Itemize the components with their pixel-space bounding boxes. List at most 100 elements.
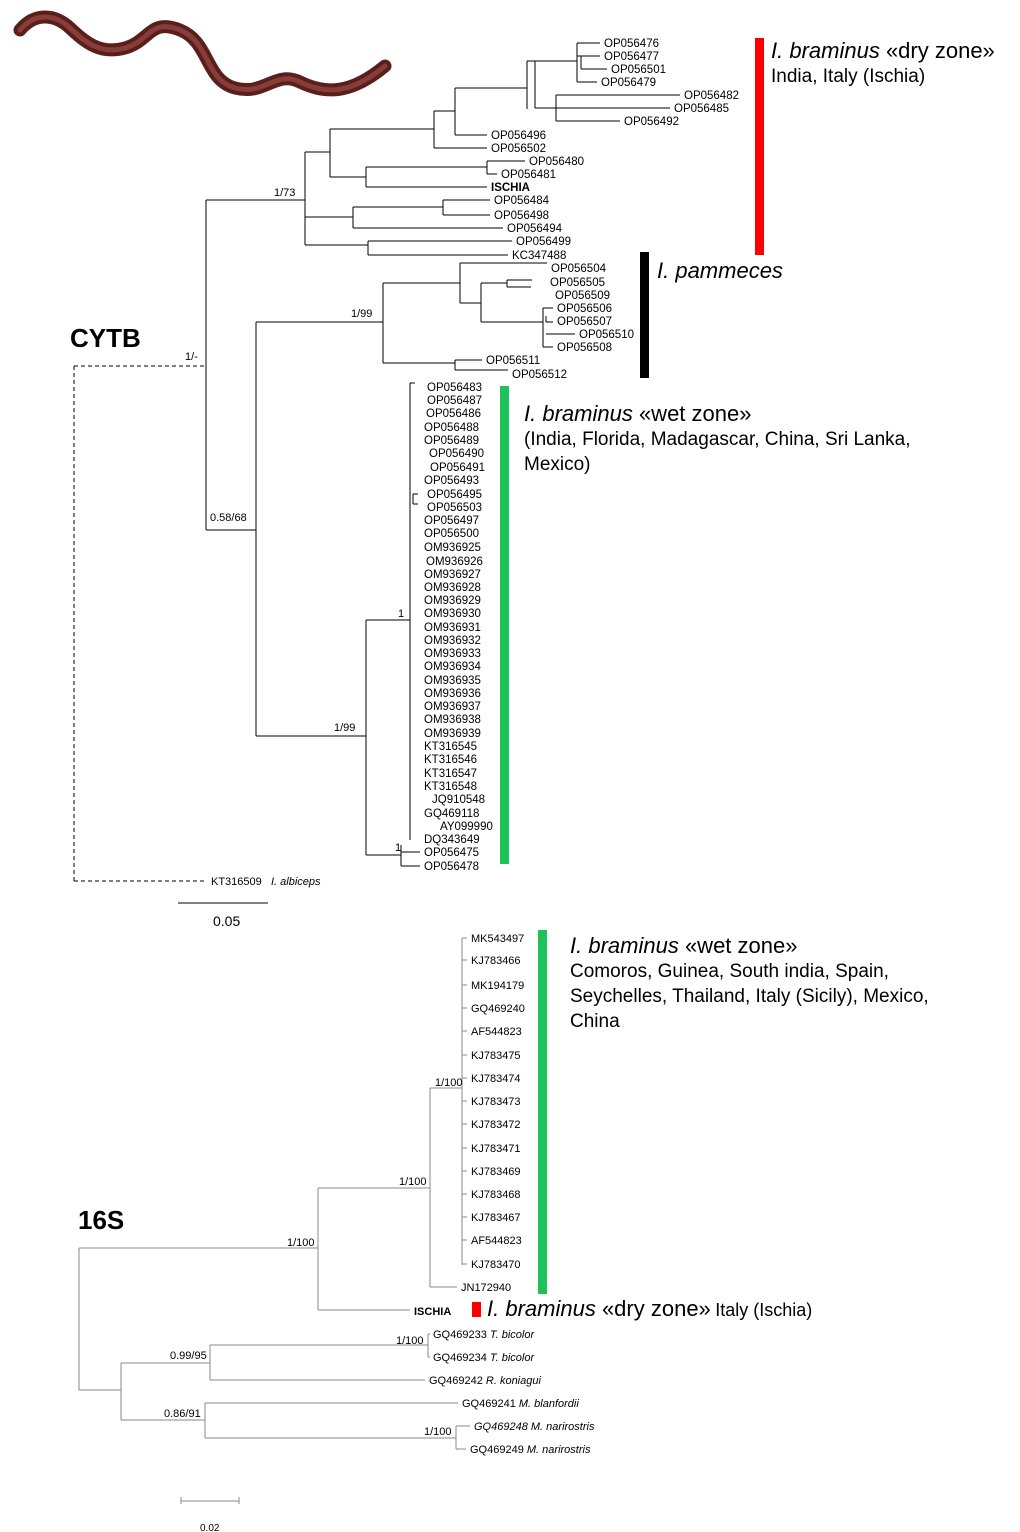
tip-label: OP056486 xyxy=(426,408,481,420)
16s-marker-label: 16S xyxy=(78,1205,125,1235)
16s-wet-zone: «wet zone» xyxy=(678,933,798,958)
tip-label: JQ910548 xyxy=(432,794,485,806)
tip-label: OP056480 xyxy=(529,156,584,168)
tip-label: OP056476 xyxy=(604,38,659,50)
tip-label: OP056508 xyxy=(557,342,612,354)
tip-label: OP056487 xyxy=(427,395,482,407)
tip-label: MK543497 xyxy=(471,933,524,945)
tip-label: MK194179 xyxy=(471,980,524,992)
tip-label: OP056499 xyxy=(516,236,571,248)
tip-label: OM936937 xyxy=(424,701,481,713)
16s-wet-clade-label: I. braminus «wet zone» Comoros, Guinea, … xyxy=(570,933,930,1034)
tip-label: OP056510 xyxy=(579,329,634,341)
16s-wet-zone-bar xyxy=(538,930,547,1294)
tip-label: OP056482 xyxy=(684,90,739,102)
16s-dry-species: I. braminus xyxy=(487,1296,596,1321)
support-label: 1/100 xyxy=(435,1077,463,1089)
tip-species: M. narirostris xyxy=(531,1421,595,1433)
cytb-tree: OP056476 OP056477 OP056501 OP056479 OP05… xyxy=(73,38,764,929)
pammeces-bar xyxy=(640,252,649,378)
tip-label: KJ783472 xyxy=(471,1119,521,1131)
tip-label: KJ783473 xyxy=(471,1096,521,1108)
dry-tip-labels: OP056476 OP056477 OP056501 OP056479 OP05… xyxy=(491,38,739,262)
tip-label: OP056478 xyxy=(424,861,479,873)
wet-clade-zone: «wet zone» xyxy=(632,401,752,426)
tip-label: OP056491 xyxy=(430,462,485,474)
tip-label: OP056479 xyxy=(601,77,656,89)
tip-label: GQ469249 M. narirostris xyxy=(470,1444,591,1456)
support-label: 0.99/95 xyxy=(170,1350,207,1362)
tip-label: OP056500 xyxy=(424,528,479,540)
tip-label: OP056490 xyxy=(429,448,484,460)
tip-label: KC347488 xyxy=(512,250,566,262)
tip-code: GQ469234 xyxy=(433,1352,487,1364)
support-label: 0.58/68 xyxy=(210,512,247,524)
tip-label: GQ469248 M. narirostris xyxy=(474,1421,595,1433)
tip-label: KJ783470 xyxy=(471,1259,521,1271)
tip-label: KT316547 xyxy=(424,768,477,780)
tip-label: KT316545 xyxy=(424,741,477,753)
16s-scale-label: 0.02 xyxy=(200,1523,220,1532)
dry-clade-species: I. braminus xyxy=(771,38,880,63)
tip-label: OP056505 xyxy=(550,277,605,289)
tip-label: JN172940 xyxy=(461,1282,511,1294)
tip-label: AY099990 xyxy=(440,821,493,833)
tip-label: OP056489 xyxy=(424,435,479,447)
support-label: 1 xyxy=(398,608,404,620)
support-label: 1/73 xyxy=(274,187,295,199)
tip-label: OP056507 xyxy=(557,316,612,328)
tip-label: KJ783468 xyxy=(471,1189,521,1201)
tip-label: OP056502 xyxy=(491,143,546,155)
tip-label: KJ783466 xyxy=(471,955,521,967)
tip-label: OM936927 xyxy=(424,569,481,581)
tip-label: OP056493 xyxy=(424,475,479,487)
tip-species: M. narirostris xyxy=(527,1444,591,1456)
tip-label: OM936930 xyxy=(424,608,481,620)
16s-wet-species: I. braminus xyxy=(570,933,679,958)
16s-dry-localities: Italy (Ischia) xyxy=(715,1300,813,1320)
tip-label: OM936933 xyxy=(424,648,481,660)
scale-label: 0.05 xyxy=(213,913,240,929)
outgroup-code: KT316509 xyxy=(211,876,262,888)
tip-label: OP056503 xyxy=(427,502,482,514)
16s-outgroup-tip-labels: GQ469233 T. bicolor GQ469234 T. bicolor … xyxy=(429,1329,595,1456)
tip-label-ischia: ISCHIA xyxy=(491,182,530,194)
wet-clade-localities: (India, Florida, Madagascar, China, Sri … xyxy=(524,429,911,475)
tip-label: GQ469242 R. koniagui xyxy=(429,1375,541,1387)
tip-label: GQ469233 T. bicolor xyxy=(433,1329,535,1341)
support-label: 1/99 xyxy=(334,722,355,734)
tip-label: KJ783475 xyxy=(471,1050,521,1062)
tip-label: OM936938 xyxy=(424,714,481,726)
wet-zone-bar xyxy=(500,386,509,864)
tip-label: OP056504 xyxy=(551,263,607,275)
tip-label: OP056497 xyxy=(424,515,479,527)
tip-label: OP056484 xyxy=(494,195,550,207)
dry-zone-bar xyxy=(755,38,764,255)
tip-label: OM936934 xyxy=(424,661,482,673)
tip-label: KT316546 xyxy=(424,754,477,766)
dry-clade-zone: «dry zone» xyxy=(879,38,995,63)
tip-label: AF544823 xyxy=(471,1235,522,1247)
tip-label: OP056506 xyxy=(557,303,612,315)
tip-label: OP056488 xyxy=(424,422,479,434)
tip-label: OM936931 xyxy=(424,622,481,634)
tip-label: KJ783467 xyxy=(471,1212,521,1224)
tip-label: OM936932 xyxy=(424,635,481,647)
tip-label: OP056511 xyxy=(486,355,540,367)
support-label: 1/100 xyxy=(424,1426,452,1438)
tip-label: OM936928 xyxy=(424,582,481,594)
tip-label: OP056501 xyxy=(611,64,666,76)
tip-species: T. bicolor xyxy=(490,1352,536,1364)
support-label: 1/99 xyxy=(351,308,372,320)
tip-label: OP056495 xyxy=(427,489,482,501)
tip-label: OP056481 xyxy=(501,169,556,181)
tip-label: GQ469234 T. bicolor xyxy=(433,1352,535,1364)
tip-label: OM936935 xyxy=(424,675,481,687)
16s-dry-zone-bar xyxy=(472,1302,481,1317)
tip-label: OP056509 xyxy=(555,290,610,302)
tip-species: M. blanfordii xyxy=(519,1398,579,1410)
tip-label: OM936925 xyxy=(424,542,481,554)
support-label: 1/100 xyxy=(287,1237,315,1249)
support-label: 1 xyxy=(395,842,401,854)
